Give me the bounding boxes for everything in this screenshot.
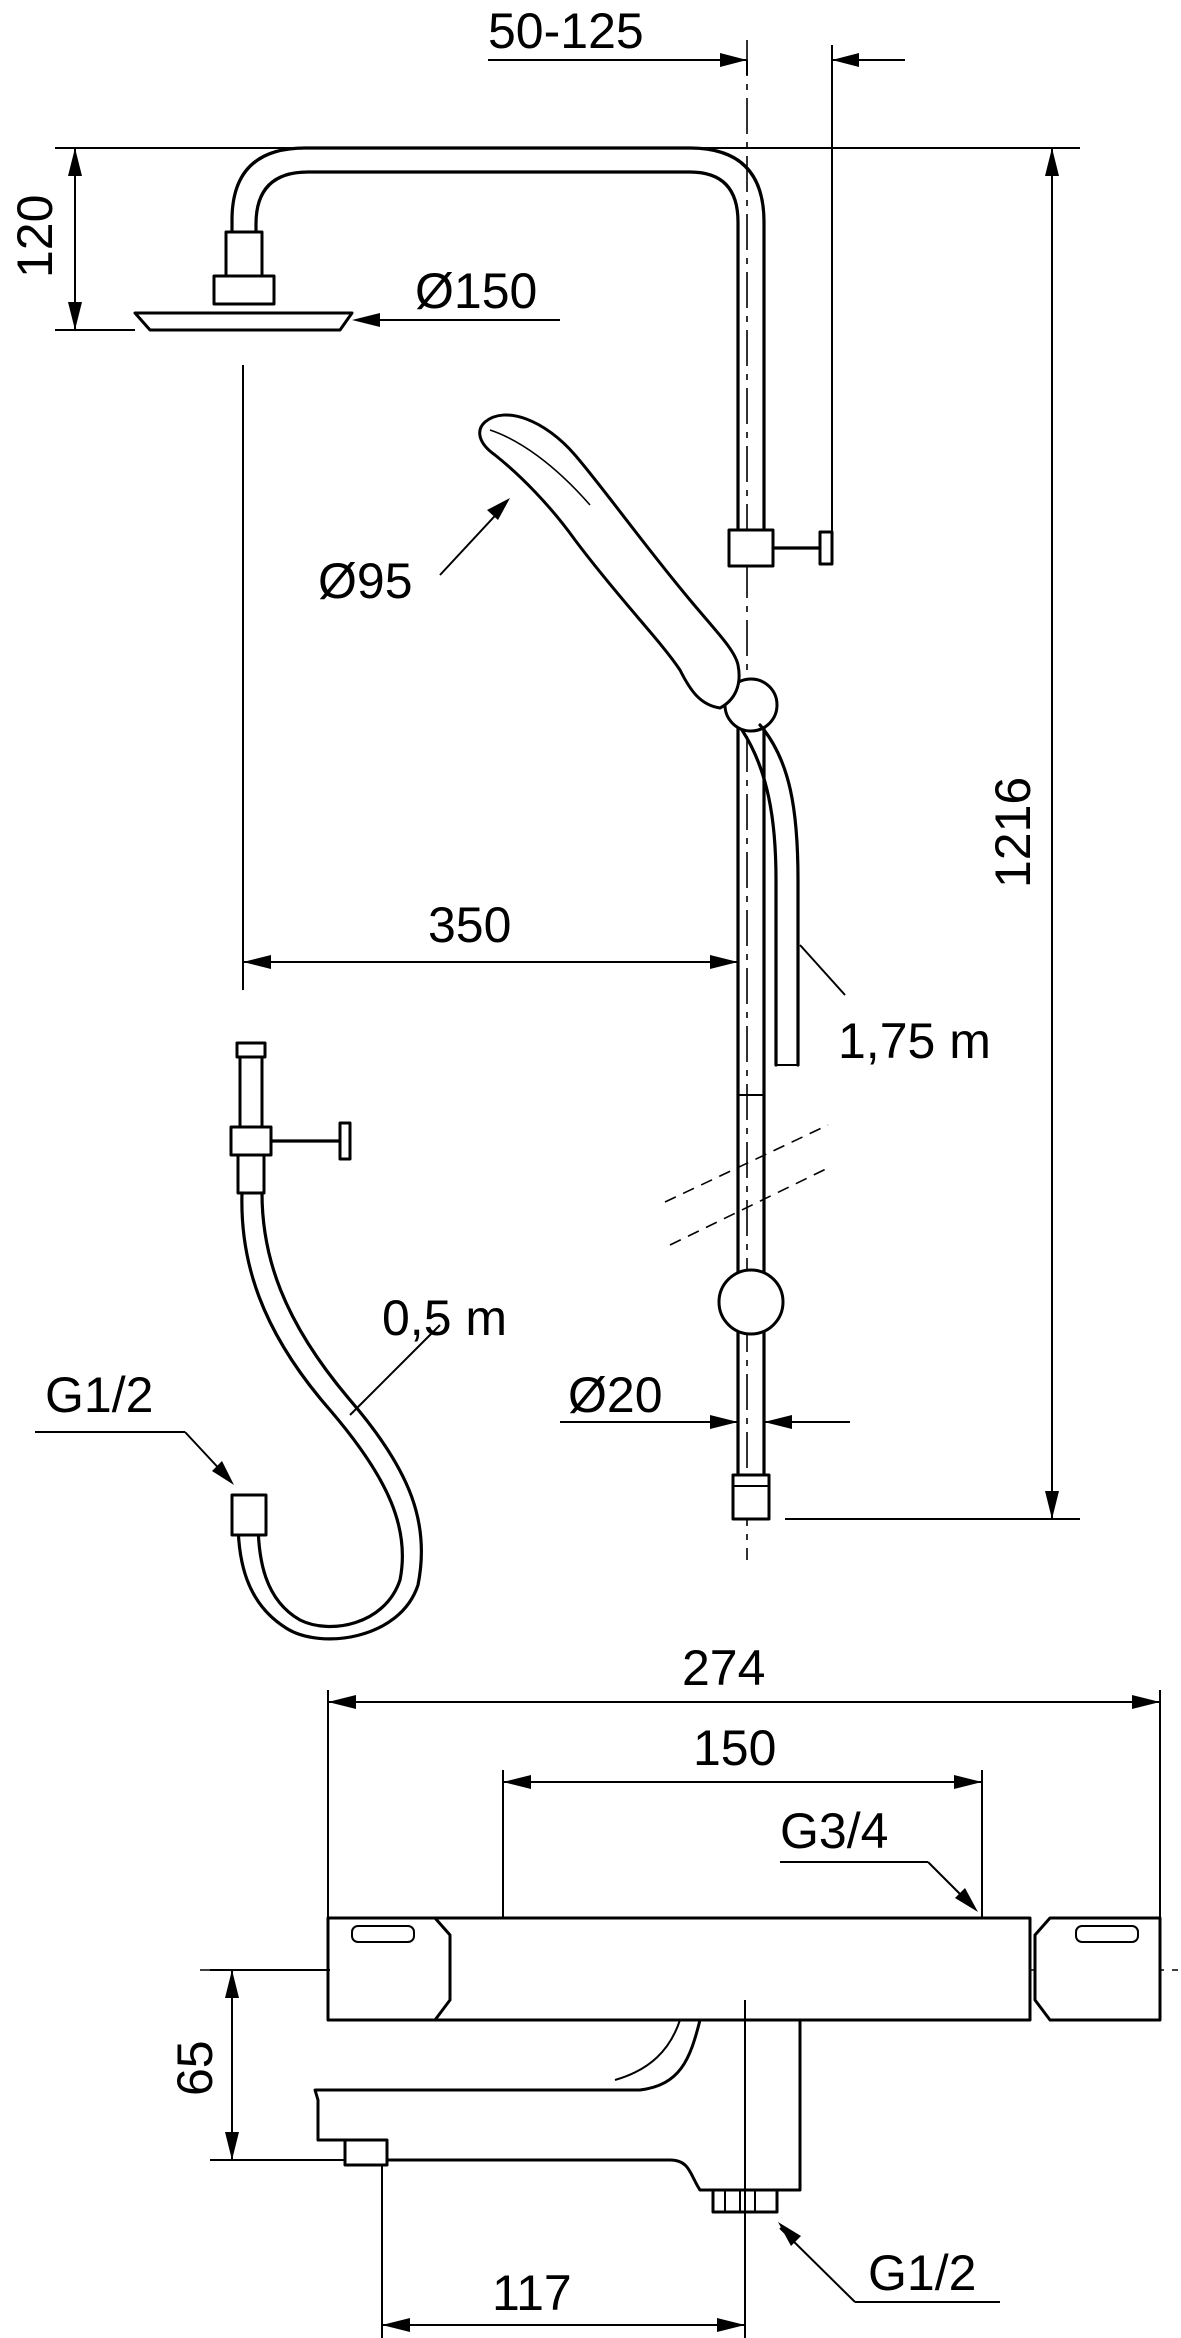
bar-diameter-label: Ø20	[568, 1367, 663, 1423]
arm-reach-label: 350	[428, 897, 511, 953]
spout-projection-label: 117	[492, 2265, 572, 2321]
short-hose-length-label: 0,5 m	[382, 1290, 507, 1346]
spout-height-label: 65	[167, 2040, 223, 2096]
mixer-centers-label: 150	[693, 1720, 776, 1776]
mixer-width-label: 274	[682, 1640, 765, 1696]
inlet-thread-label: G3/4	[780, 1803, 888, 1859]
hand-shower	[478, 413, 741, 710]
hand-shower-diameter-label: Ø95	[318, 553, 413, 609]
head-shower-diameter-label: Ø150	[415, 263, 537, 319]
outlet-thread-label: G1/2	[868, 2245, 976, 2301]
bar-offset-label: 50-125	[488, 3, 644, 59]
hose-connector-assembly	[229, 1041, 424, 1641]
arm-height-label: 120	[7, 195, 63, 278]
shower-column	[133, 40, 834, 1560]
hose-thread-label: G1/2	[45, 1367, 153, 1423]
hose-length-label: 1,75 m	[838, 1013, 991, 1069]
dimension-lines	[35, 45, 1161, 2338]
total-height-label: 1216	[985, 777, 1041, 888]
thermostatic-mixer	[200, 1916, 1181, 2214]
head-shower	[133, 230, 354, 332]
dimension-labels: 50-125 120 Ø150 Ø95 1216 350 1,75 m 0,5 …	[7, 3, 1041, 2321]
